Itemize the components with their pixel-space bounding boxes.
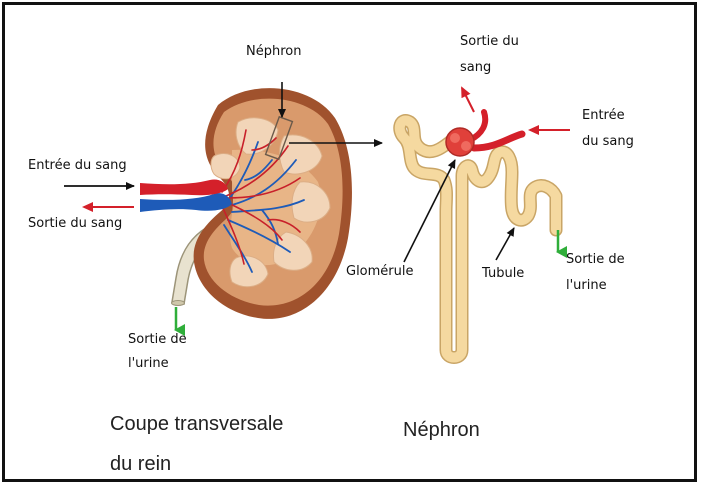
label-entree-right-1: Entrée: [582, 108, 625, 124]
label-urine-left-2: l'urine: [128, 356, 169, 372]
label-nephron-top: Néphron: [246, 44, 301, 60]
caption-nephron: Néphron: [403, 418, 480, 442]
arrow-sortie-right: [462, 88, 474, 112]
label-sortie-left: Sortie du sang: [28, 216, 122, 232]
afferent-vessel: [474, 134, 522, 148]
label-sortie-right-2: sang: [460, 60, 491, 76]
label-urine-right-1: Sortie de: [566, 252, 625, 268]
tubule-path: [400, 121, 556, 358]
caption-kidney-line2: du rein: [110, 452, 171, 476]
label-entree-left: Entrée du sang: [28, 158, 127, 174]
nephron-structure: [400, 112, 556, 358]
renal-vein: [140, 193, 232, 212]
label-urine-left-1: Sortie de: [128, 332, 187, 348]
label-tubule: Tubule: [482, 266, 524, 282]
label-entree-right-2: du sang: [582, 134, 634, 150]
renal-artery: [140, 179, 228, 195]
caption-kidney-line1: Coupe transversale: [110, 412, 283, 436]
label-glomerule: Glomérule: [346, 264, 414, 280]
label-sortie-right-1: Sortie du: [460, 34, 519, 50]
arrow-tubule: [496, 228, 514, 260]
label-urine-right-2: l'urine: [566, 278, 607, 294]
kidney-cross-section: [140, 88, 352, 319]
glomerulus: [446, 128, 474, 156]
